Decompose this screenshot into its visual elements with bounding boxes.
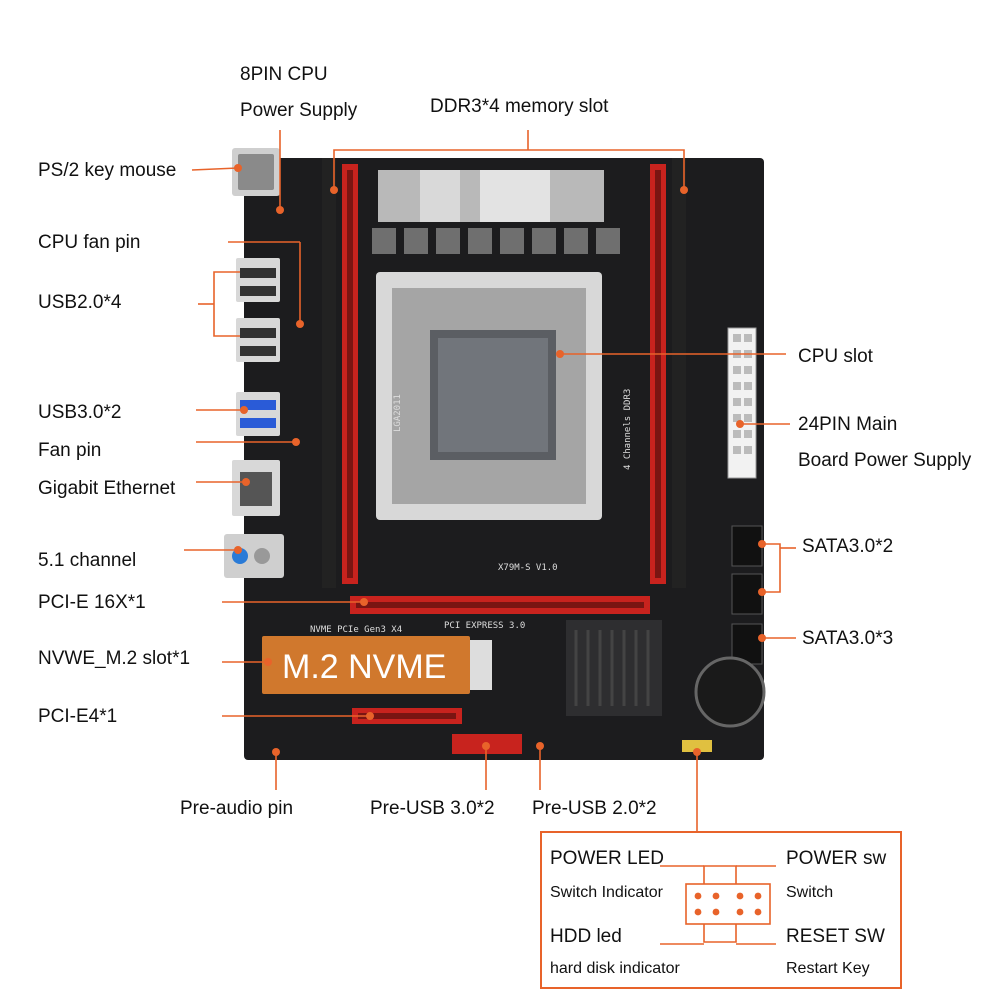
cpu-slot-label: CPU slot xyxy=(798,346,873,367)
usb2-label: USB2.0*4 xyxy=(38,292,122,313)
power-led-label: POWER LED xyxy=(550,848,665,869)
pcie16-label: PCI-E 16X*1 xyxy=(38,592,146,613)
hdd-led-label: HDD led xyxy=(550,926,622,947)
panel-diagram-box xyxy=(540,831,902,989)
cpu-fan-label: CPU fan pin xyxy=(38,232,141,253)
model-label: X79M-S V1.0 xyxy=(498,563,558,573)
dimm-slot-4 xyxy=(672,158,686,588)
socket-label: LGA2011 xyxy=(393,394,403,432)
pcie4-label: PCI-E4*1 xyxy=(38,706,118,727)
ethernet-label: Gigabit Ethernet xyxy=(38,478,176,499)
nvme-pcie-label: NVME PCIe Gen3 X4 xyxy=(310,625,402,635)
channel-label-text: 5.1 channel xyxy=(38,550,137,571)
main-power-label-1: 24PIN Main xyxy=(798,414,898,435)
dimm-slot-1 xyxy=(322,158,336,588)
nvme-label: NVWE_M.2 slot*1 xyxy=(38,648,191,669)
cpu-power-label-2: Power Supply xyxy=(240,100,358,121)
sata-a-label: SATA3.0*2 xyxy=(802,536,894,557)
power-sw-label: POWER sw xyxy=(786,848,887,869)
panel-header xyxy=(682,740,712,752)
power-led-sub-label: Switch Indicator xyxy=(550,884,663,901)
pre-audio-label: Pre-audio pin xyxy=(180,798,294,819)
main-power-label-2: Board Power Supply xyxy=(798,450,972,471)
pre-usb3-label: Pre-USB 3.0*2 xyxy=(370,798,495,819)
fan-pin-label: Fan pin xyxy=(38,440,102,461)
hdd-led-sub-label: hard disk indicator xyxy=(550,960,680,977)
reset-sw-label: RESET SW xyxy=(786,926,885,947)
usb3-label: USB3.0*2 xyxy=(38,402,122,423)
cmos-battery xyxy=(694,656,766,728)
power-sw-sub-label: Switch xyxy=(786,884,834,901)
pre-usb2-label: Pre-USB 2.0*2 xyxy=(532,798,657,819)
sata-b-label: SATA3.0*3 xyxy=(802,628,894,649)
ps2-label: PS/2 key mouse xyxy=(38,160,177,181)
m2-slot xyxy=(262,636,470,694)
m2-label: M.2 NVME xyxy=(282,648,446,686)
reset-sw-sub-label: Restart Key xyxy=(786,960,870,977)
pcie-label: PCI EXPRESS 3.0 xyxy=(444,621,525,631)
cpu-power-label-1: 8PIN CPU xyxy=(240,64,328,85)
ddr3-label: DDR3*4 memory slot xyxy=(430,96,609,117)
usb3-port xyxy=(236,392,280,436)
sata-port-2 xyxy=(731,573,763,615)
chipset-heatsink xyxy=(566,620,662,716)
channel-label: 4 Channels DDR3 xyxy=(623,389,633,470)
sata-port-1 xyxy=(731,525,763,567)
